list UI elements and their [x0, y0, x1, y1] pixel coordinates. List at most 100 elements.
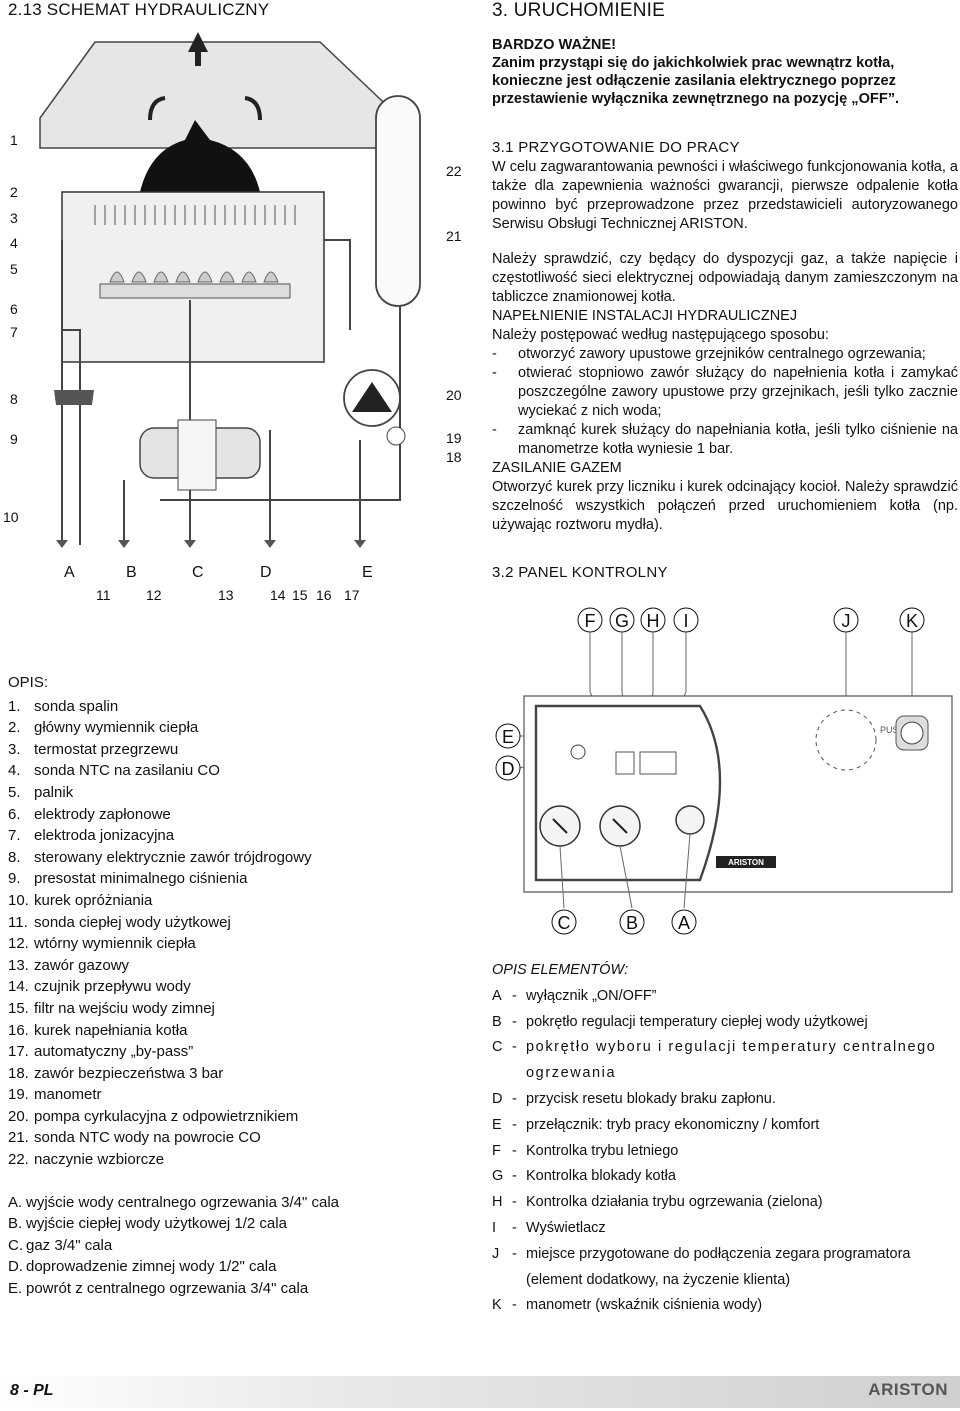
- list-item: -otworzyć zawory upustowe grzejników cen…: [492, 346, 926, 362]
- list-item: 6.elektrody zapłonowe: [8, 805, 171, 823]
- list-item: 3.termostat przegrzewu: [8, 740, 179, 758]
- list-item: 4.sonda NTC na zasilaniu CO: [8, 762, 220, 780]
- diagram-connection-label: E: [362, 564, 373, 581]
- diagram-label: 6: [10, 301, 18, 317]
- list-item: F-Kontrolka trybu letniego: [492, 1142, 679, 1159]
- list-item: 15.filtr na wejściu wody zimnej: [8, 999, 215, 1017]
- list-item: 1.sonda spalin: [8, 697, 119, 715]
- diagram-label: 17: [344, 587, 360, 603]
- diagram-connection-label: D: [260, 564, 272, 581]
- panel-brand-logo: ARISTON: [728, 858, 764, 867]
- list-item: D.doprowadzenie zimnej wody 1/2" cala: [8, 1258, 277, 1276]
- panel-label-h: H: [647, 611, 660, 631]
- list-item: B.wyjście ciepłej wody użytkowej 1/2 cal…: [8, 1215, 287, 1233]
- warning-text: Zanim przystąpi się do jakichkolwiek pra…: [492, 55, 900, 107]
- list-item: I-Wyświetlacz: [492, 1219, 606, 1236]
- section-32-title: 3.2 PANEL KONTROLNY: [492, 564, 668, 581]
- diagram-label: 18: [446, 449, 462, 465]
- list-item: D-przycisk resetu blokady braku zapłonu.: [492, 1090, 776, 1107]
- list-item: 18.zawór bezpieczeństwa 3 bar: [8, 1064, 224, 1082]
- hydraulic-diagram: 1 2 3 4 5 6 7 8 9 10 22 21 20 19 18 A B …: [3, 32, 462, 603]
- filling-steps: -otworzyć zawory upustowe grzejników cen…: [492, 345, 958, 459]
- description-list: OPIS: 1.sonda spalin 2.główny wymiennik …: [8, 672, 339, 1300]
- diagram-label: 19: [446, 430, 462, 446]
- panel-label-e: E: [502, 727, 514, 747]
- diagram-label: 9: [10, 431, 18, 447]
- paragraph-preparation: W celu zagwarantowania pewności i właści…: [492, 159, 958, 232]
- diagram-label: 5: [10, 261, 18, 277]
- page-number: 8 - PL: [10, 1382, 54, 1399]
- diagram-label: 1: [10, 132, 18, 148]
- diagram-label: 3: [10, 210, 18, 226]
- warning-title: BARDZO WAŻNE!: [492, 37, 617, 53]
- diagram-connection-label: B: [126, 564, 137, 581]
- list-item: 5.palnik: [8, 783, 74, 801]
- list-item: -otwierać stopniowo zawór służący do nap…: [492, 365, 958, 419]
- list-item: 14.czujnik przepływu wody: [8, 978, 191, 996]
- list-item: 17.automatyczny „by-pass”: [8, 1043, 194, 1061]
- list-item: 9.presostat minimalnego ciśnienia: [8, 870, 248, 888]
- panel-label-a: A: [678, 913, 690, 933]
- list-item: E.powrót z centralnego ogrzewania 3/4" c…: [8, 1280, 309, 1298]
- list-item: C-pokrętło wyboru i regulacji temperatur…: [492, 1039, 937, 1082]
- diagram-label: 7: [10, 324, 18, 340]
- list-item: 7.elektroda jonizacyjna: [8, 827, 175, 845]
- footer-brand-logo: ARISTON: [868, 1380, 948, 1399]
- list-item: 8.sterowany elektrycznie zawór trójdrogo…: [8, 848, 312, 866]
- list-item: 13.zawór gazowy: [8, 956, 130, 974]
- section-heading-hydraulic-scheme: 2.13 SCHEMAT HYDRAULICZNY: [8, 0, 270, 19]
- list-item: -zamknąć kurek służący do napełniania ko…: [492, 422, 958, 457]
- paragraph-gas-supply: Otworzyć kurek przy liczniku i kurek odc…: [492, 479, 958, 533]
- panel-label-k: K: [906, 611, 918, 631]
- list-item: 22.naczynie wzbiorcze: [8, 1151, 165, 1169]
- list-item: G-Kontrolka blokady kotła: [492, 1168, 676, 1185]
- panel-label-g: G: [615, 611, 629, 631]
- diagram-label: 8: [10, 391, 18, 407]
- footer-bar: [0, 1376, 960, 1408]
- list-item: 10.kurek opróżniania: [8, 891, 153, 909]
- panel-label-j: J: [842, 611, 851, 631]
- control-panel-diagram: F G H I J K PUSH ARISTON E D: [495, 607, 953, 935]
- push-label: PUSH: [880, 725, 905, 735]
- diagram-label: 14: [270, 587, 286, 603]
- list-item: B-pokrętło regulacji temperatury ciepłej…: [492, 1013, 868, 1030]
- list-item: 19.manometr: [8, 1086, 102, 1104]
- diagram-label: 10: [3, 509, 19, 525]
- elements-list: OPIS ELEMENTÓW: A-wyłącznik „ON/OFF” B-p…: [492, 958, 958, 1319]
- subheading-filling: NAPEŁNIENIE INSTALACJI HYDRAULICZNEJ: [492, 308, 798, 324]
- diagram-label: 22: [446, 163, 462, 179]
- list-item: 2.główny wymiennik ciepła: [8, 719, 199, 737]
- list-item: A.wyjście wody centralnego ogrzewania 3/…: [8, 1193, 339, 1211]
- diagram-label: 13: [218, 587, 234, 603]
- diagram-connection-label: C: [192, 564, 204, 581]
- diagram-label: 4: [10, 235, 18, 251]
- panel-label-c: C: [558, 913, 571, 933]
- list-item: A-wyłącznik „ON/OFF”: [492, 987, 657, 1004]
- diagram-label: 2: [10, 184, 18, 200]
- diagram-label: 11: [96, 587, 111, 603]
- section-heading-startup: 3. URUCHOMIENIE: [492, 0, 665, 21]
- diagram-label: 12: [146, 587, 162, 603]
- section-31-title: 3.1 PRZYGOTOWANIE DO PRACY: [492, 139, 740, 156]
- list-item: 21.sonda NTC wody na powrocie CO: [8, 1129, 261, 1147]
- panel-label-i: I: [683, 611, 688, 631]
- diagram-connection-label: A: [64, 564, 75, 581]
- list-item: H-Kontrolka działania trybu ogrzewania (…: [492, 1194, 823, 1211]
- section-31-body: W celu zagwarantowania pewności i właści…: [492, 158, 958, 535]
- diagram-label: 21: [446, 228, 462, 244]
- diagram-label: 16: [316, 587, 332, 603]
- diagram-label: 20: [446, 387, 462, 403]
- list-item: 16.kurek napełniania kotła: [8, 1021, 188, 1039]
- list-item: 12.wtórny wymiennik ciepła: [8, 935, 196, 953]
- list-item: J-miejsce przygotowane do podłączenia ze…: [492, 1245, 911, 1288]
- list-item: K-manometr (wskaźnik ciśnienia wody): [492, 1297, 763, 1314]
- panel-label-f: F: [585, 611, 596, 631]
- list-item: 11.sonda ciepłej wody użytkowej: [8, 913, 231, 931]
- panel-label-b: B: [626, 913, 638, 933]
- elements-title: OPIS ELEMENTÓW:: [492, 962, 629, 978]
- list-item: 20.pompa cyrkulacyjna z odpowietrznikiem: [8, 1107, 299, 1125]
- description-title: OPIS:: [8, 674, 49, 691]
- list-item: E-przełącznik: tryb pracy ekonomiczny / …: [492, 1116, 820, 1133]
- paragraph-gas-check: Należy sprawdzić, czy będący do dyspozyc…: [492, 251, 958, 305]
- list-item: C.gaz 3/4" cala: [8, 1236, 113, 1254]
